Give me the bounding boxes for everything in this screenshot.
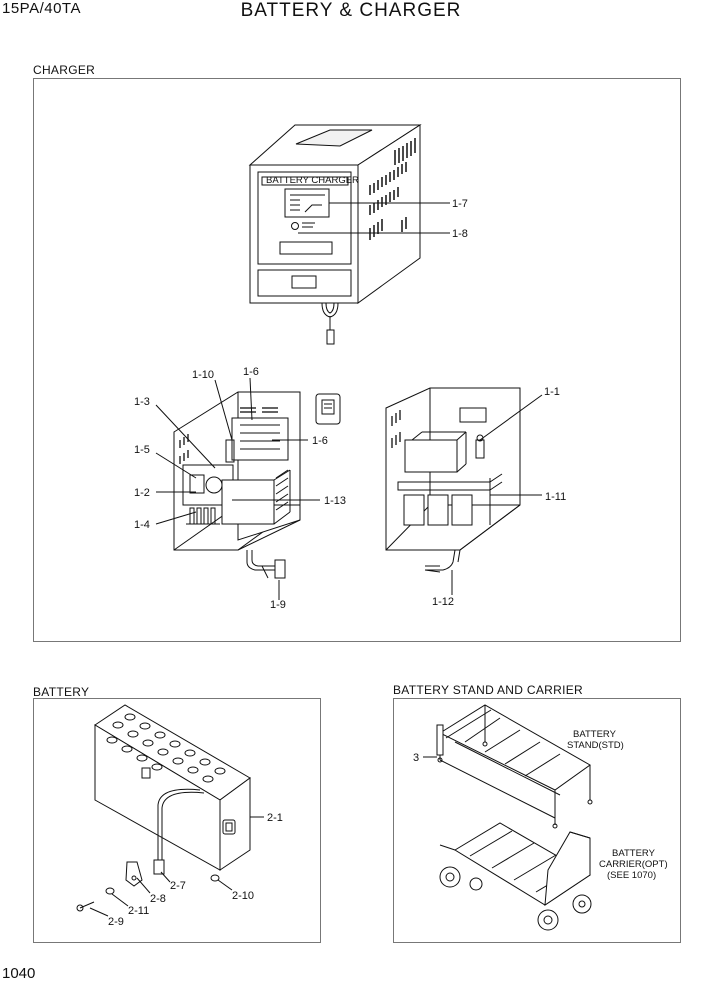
charger-left-internal xyxy=(155,377,341,600)
callout-2-7: 2-7 xyxy=(170,880,186,892)
stand-label-line2: STAND(STD) xyxy=(567,740,624,751)
charger-front-unit xyxy=(248,124,450,345)
section-label-charger: CHARGER xyxy=(33,63,96,77)
stand-panel xyxy=(393,698,681,943)
section-label-battery: BATTERY xyxy=(33,685,90,699)
callout-1-1: 1-1 xyxy=(544,386,560,398)
page-title: BATTERY & CHARGER xyxy=(240,0,462,21)
charger-right-internal xyxy=(385,387,543,595)
callout-1-11: 1-11 xyxy=(545,491,566,503)
section-label-stand: BATTERY STAND AND CARRIER xyxy=(393,683,583,697)
callout-1-6a: 1-6 xyxy=(243,366,259,378)
callout-1-2: 1-2 xyxy=(134,487,150,499)
callout-1-12: 1-12 xyxy=(432,596,454,608)
callout-1-7: 1-7 xyxy=(452,198,468,210)
callout-1-10: 1-10 xyxy=(192,369,214,381)
stand-label-line1: BATTERY xyxy=(573,729,617,740)
battery-panel xyxy=(33,698,321,943)
callout-1-13: 1-13 xyxy=(324,495,346,507)
callout-2-8: 2-8 xyxy=(150,893,166,905)
charger-panel-label: BATTERY CHARGER xyxy=(266,175,359,186)
callout-3: 3 xyxy=(413,752,419,764)
stand-carrier-illustration xyxy=(423,704,593,931)
model-code: 15PA/40TA xyxy=(2,0,81,17)
page-number: 1040 xyxy=(2,965,36,982)
carrier-label-line1: BATTERY xyxy=(612,848,656,859)
carrier-label-line3: (SEE 1070) xyxy=(607,870,656,881)
charger-panel xyxy=(33,78,681,642)
callout-1-5: 1-5 xyxy=(134,444,150,456)
callout-1-4: 1-4 xyxy=(134,519,150,531)
callout-2-10: 2-10 xyxy=(232,890,254,902)
callout-1-8: 1-8 xyxy=(452,228,468,240)
callout-1-6b: 1-6 xyxy=(312,435,328,447)
callout-2-1: 2-1 xyxy=(267,812,283,824)
battery-illustration xyxy=(76,704,264,917)
callout-1-9: 1-9 xyxy=(270,599,286,611)
carrier-label-line2: CARRIER(OPT) xyxy=(599,859,668,870)
callout-2-9: 2-9 xyxy=(108,916,124,928)
callout-1-3: 1-3 xyxy=(134,396,150,408)
callout-2-11: 2-11 xyxy=(128,905,149,917)
